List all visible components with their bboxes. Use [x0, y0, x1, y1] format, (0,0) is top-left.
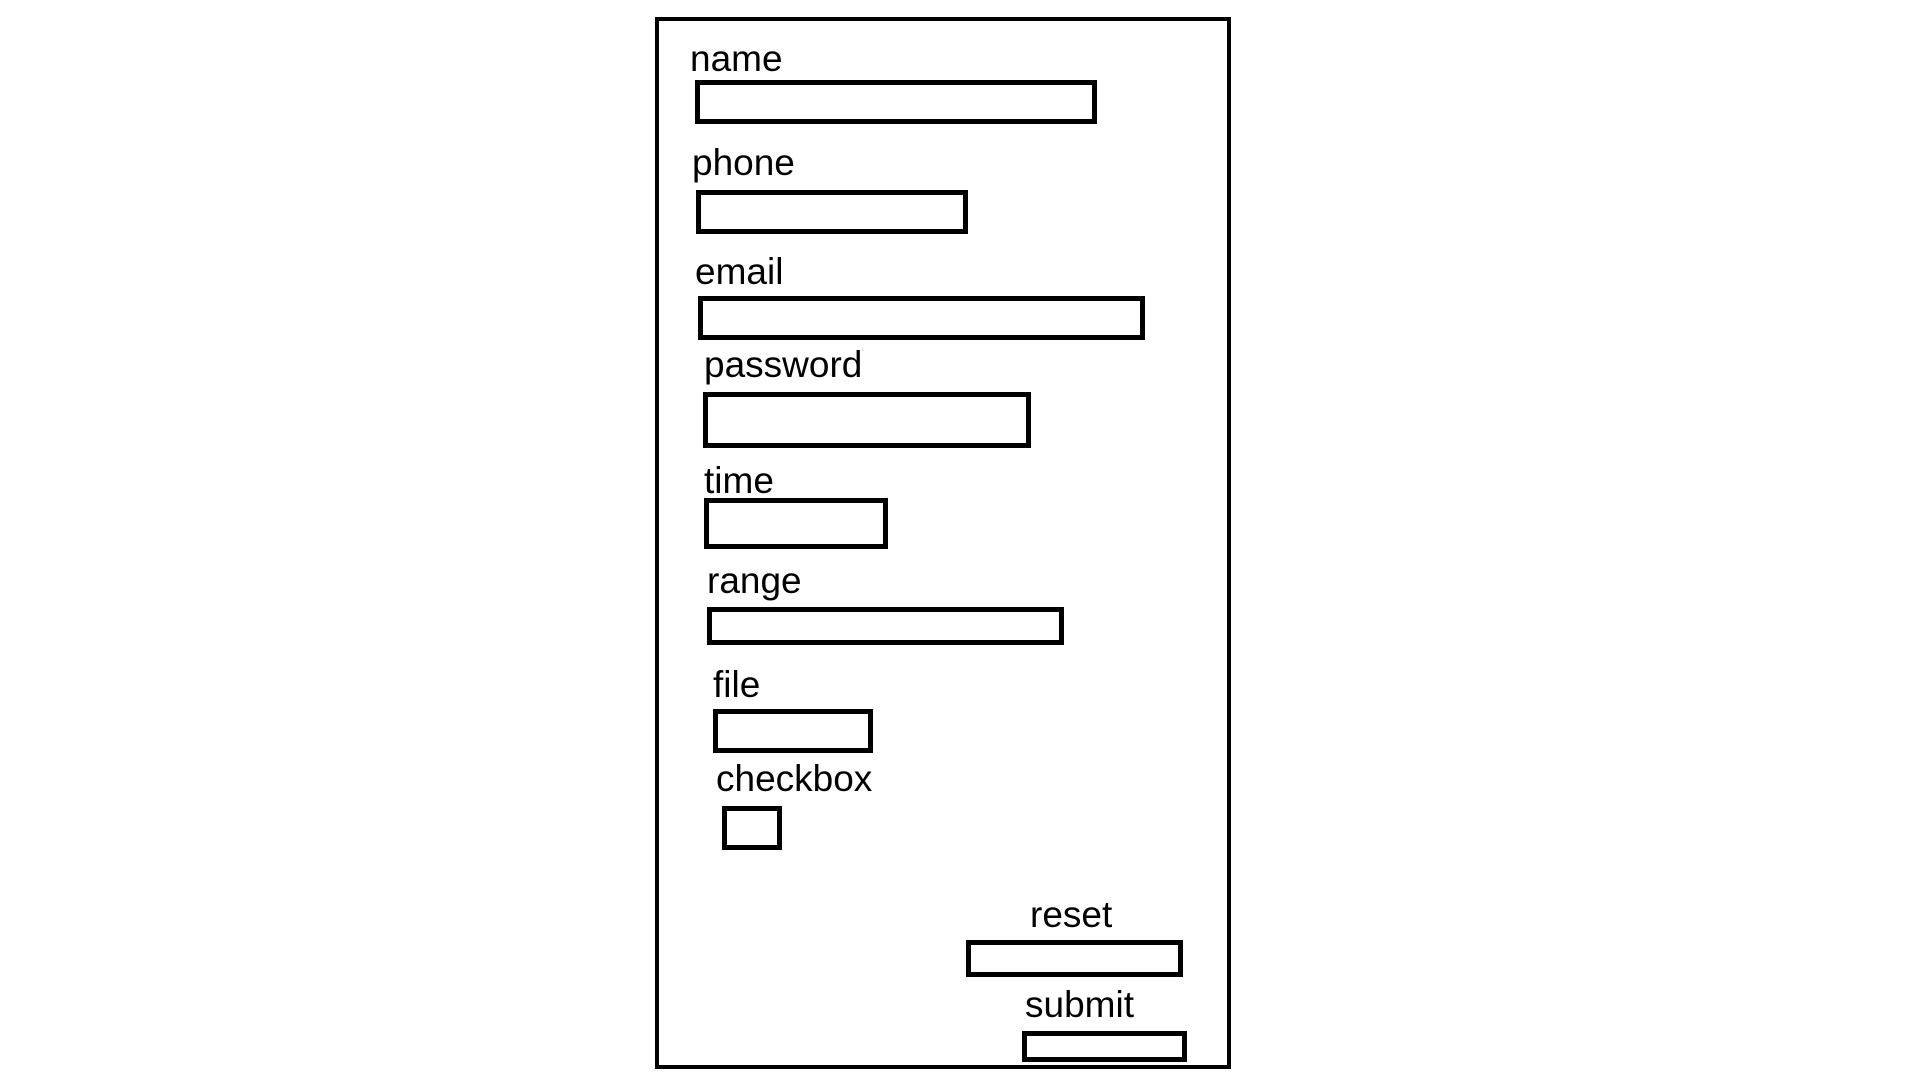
submit-label: submit — [1025, 984, 1134, 1025]
password-label: password — [704, 344, 863, 385]
checkbox-input[interactable] — [722, 806, 782, 850]
file-label: file — [713, 664, 761, 705]
password-input[interactable] — [703, 392, 1031, 448]
range-slider[interactable] — [707, 607, 1064, 645]
phone-input[interactable] — [696, 190, 968, 234]
reset-label: reset — [1030, 894, 1113, 935]
form-frame — [655, 17, 1231, 1069]
submit-button[interactable] — [1022, 1031, 1187, 1062]
name-input[interactable] — [695, 80, 1097, 124]
phone-label: phone — [692, 142, 795, 183]
email-label: email — [695, 251, 784, 292]
time-label: time — [704, 460, 774, 501]
time-input[interactable] — [704, 498, 888, 549]
email-input[interactable] — [698, 296, 1145, 340]
file-input[interactable] — [713, 709, 873, 753]
name-label: name — [690, 38, 783, 79]
range-label: range — [707, 560, 802, 601]
reset-button[interactable] — [966, 940, 1183, 977]
checkbox-label: checkbox — [716, 758, 873, 799]
